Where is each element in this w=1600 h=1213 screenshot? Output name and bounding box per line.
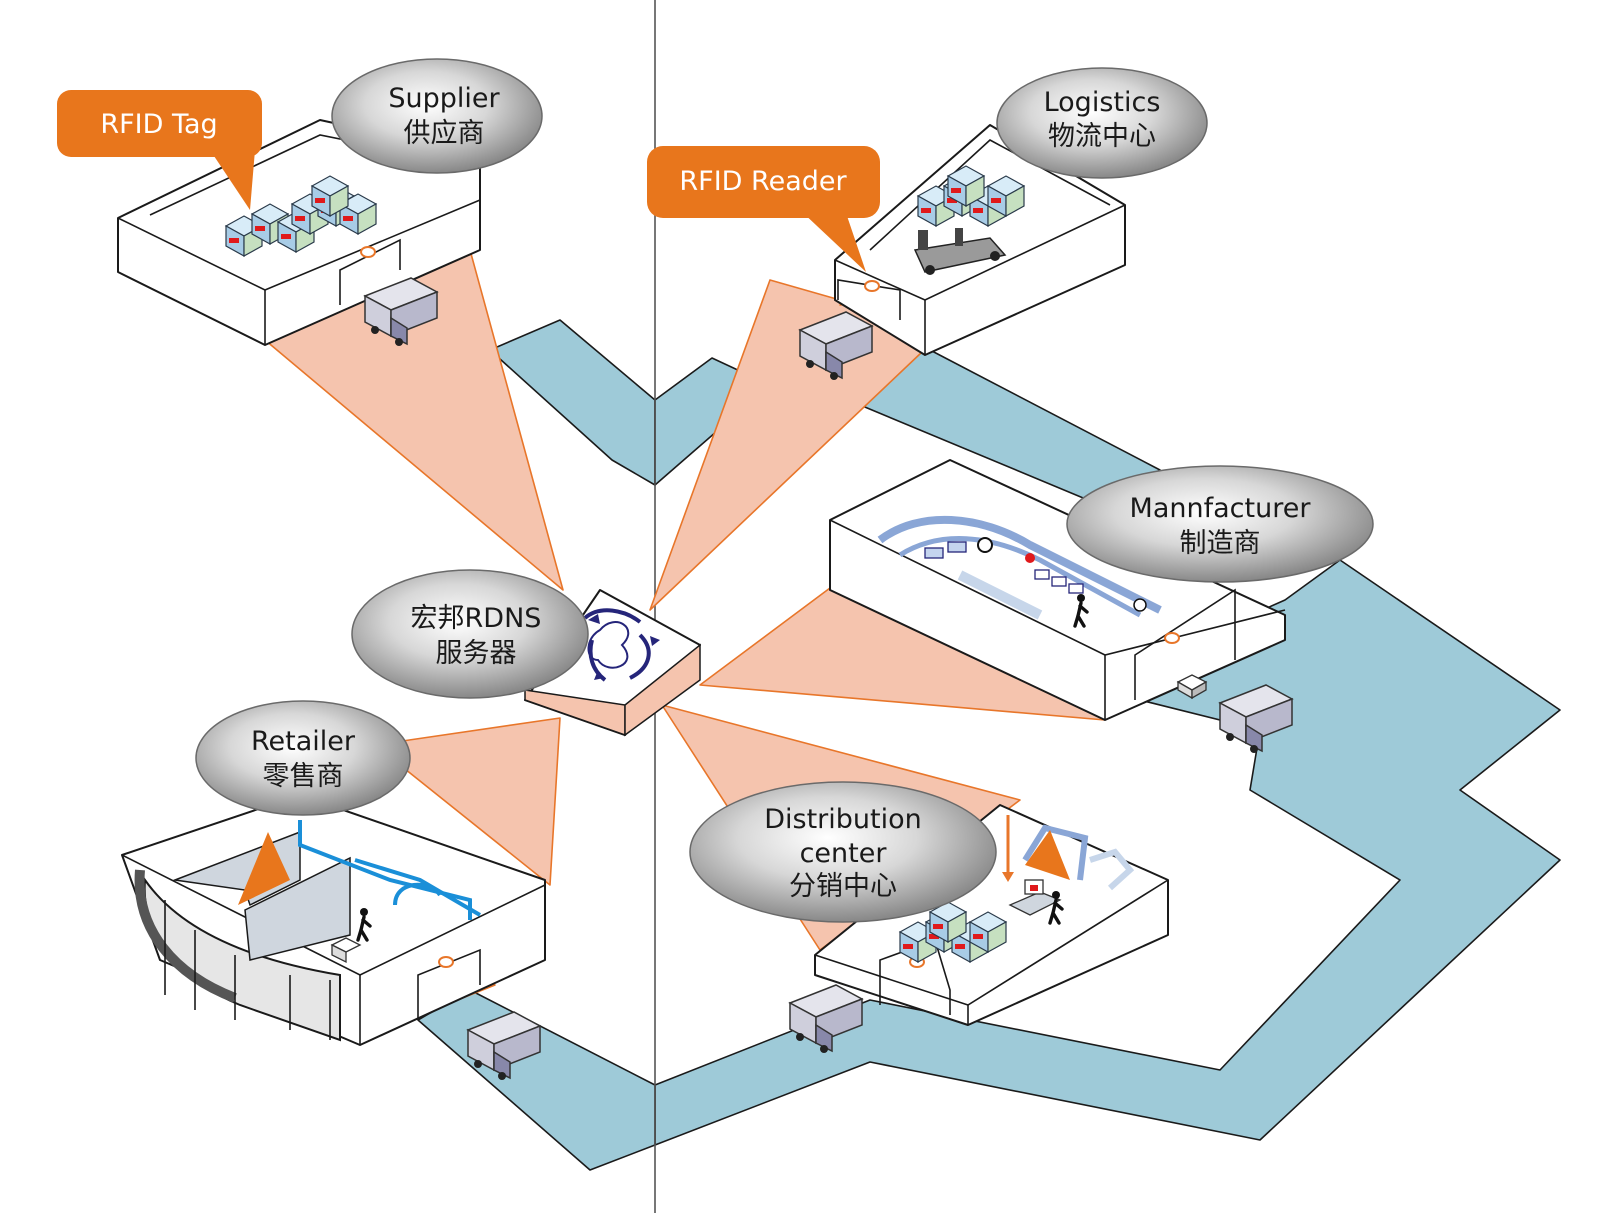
server-bubble: 宏邦RDNS 服务器 (351, 569, 589, 699)
logistics-label-zh: 物流中心 (1048, 121, 1156, 152)
logistics-label-en: Logistics (1044, 87, 1161, 118)
retailer-label-en: Retailer (251, 726, 356, 757)
manufacturer-label-zh: 制造商 (1180, 528, 1261, 559)
manufacturer-label-en: Mannfacturer (1130, 493, 1312, 524)
rfid-tag-label: RFID Tag (100, 109, 217, 140)
small-box-icon (1176, 674, 1208, 700)
rfid-reader-label: RFID Reader (679, 166, 847, 197)
supplier-bubble: Supplier 供应商 (331, 58, 543, 174)
distribution-bubble: Distribution center 分销中心 (689, 781, 997, 923)
server-logo-icon (583, 608, 660, 682)
retailer-label-zh: 零售商 (263, 761, 344, 792)
rfid-reader-icon (360, 246, 376, 258)
retailer-building (121, 794, 546, 1046)
server-label-line1: 宏邦RDNS (411, 603, 542, 634)
rfid-tag-callout: RFID Tag (57, 90, 262, 210)
distribution-label-line2: center (800, 838, 888, 869)
logistics-bubble: Logistics 物流中心 (996, 67, 1208, 179)
rfid-reader-icon (864, 280, 880, 292)
manufacturer-floor (877, 515, 1162, 620)
rfid-reader-icon (1164, 632, 1180, 644)
rfid-reader-icon (238, 832, 290, 905)
distribution-label-line1: Distribution (764, 804, 922, 835)
retailer-road (417, 989, 656, 1171)
supplier-label-zh: 供应商 (404, 118, 485, 149)
server-label-line2: 服务器 (436, 638, 517, 669)
manufacturer-building (829, 459, 1286, 721)
rfid-reader-icon (1025, 830, 1070, 880)
rfid-reader-icon (438, 956, 454, 968)
rfid-reader-callout: RFID Reader (647, 146, 880, 272)
supplier-label-en: Supplier (388, 83, 500, 114)
manufacturer-bubble: Mannfacturer 制造商 (1066, 465, 1374, 583)
distribution-label-zh: 分销中心 (789, 871, 897, 902)
forklift-icon (913, 228, 1007, 275)
retailer-bubble: Retailer 零售商 (195, 700, 411, 816)
